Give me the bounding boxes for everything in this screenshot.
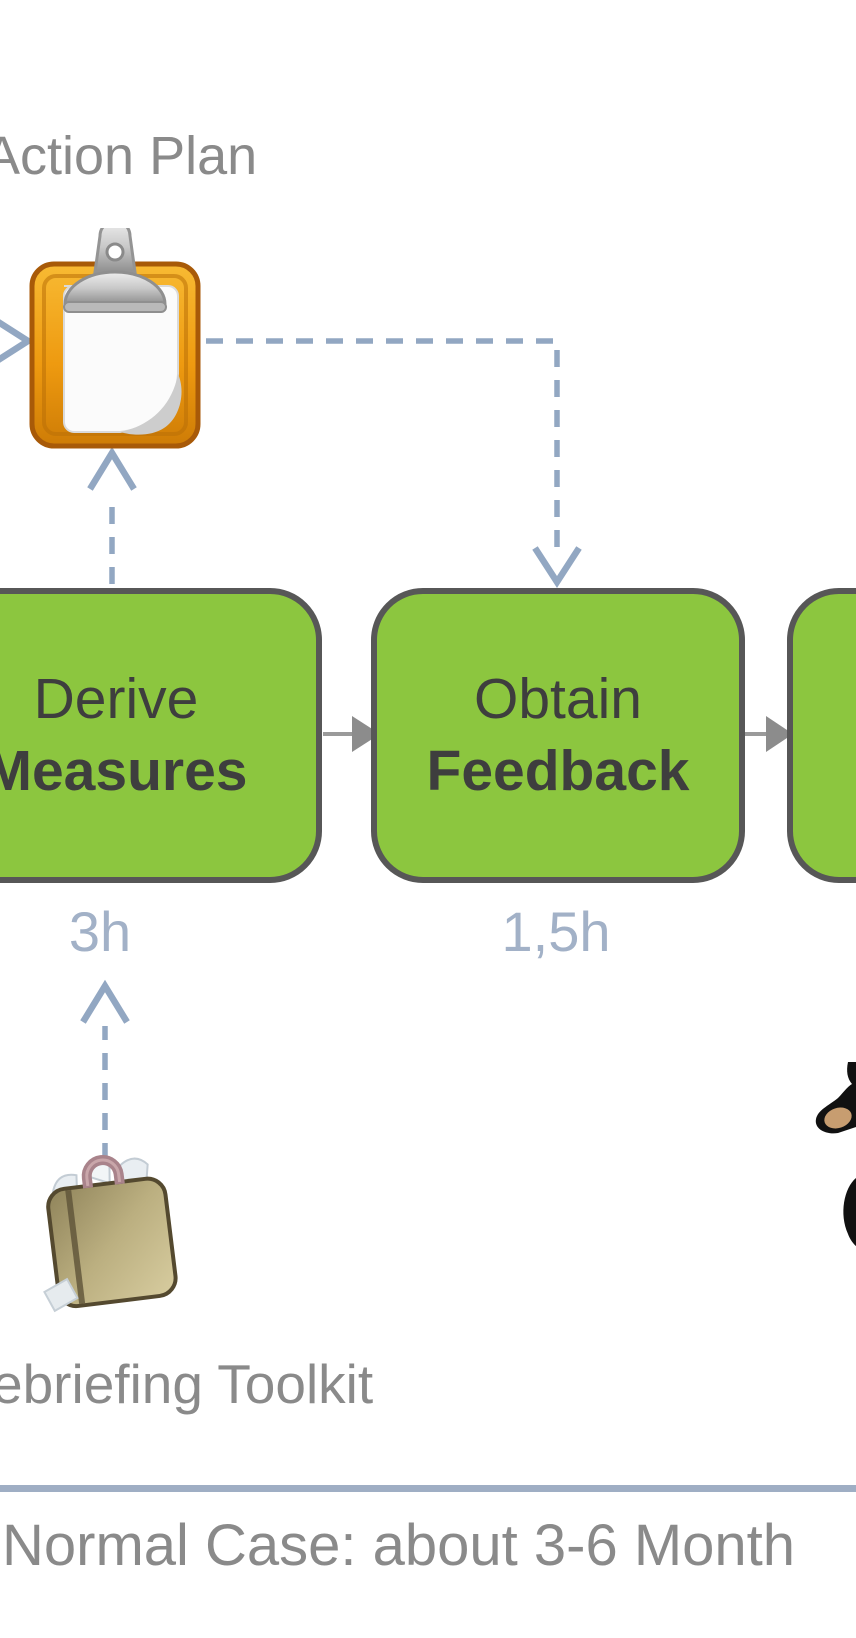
step-label-line2: Feedback (426, 738, 690, 803)
step-box-next-partial (787, 588, 856, 883)
briefcase-icon (43, 1155, 178, 1313)
footer-note: Normal Case: about 3-6 Month (2, 1513, 796, 1578)
step-label-line1: Obtain (474, 666, 642, 731)
person-icon (815, 1062, 856, 1246)
action-plan-label: Action Plan (0, 126, 258, 186)
duration-derive-measures: 3h (68, 900, 132, 963)
duration-obtain-feedback: 1,5h (501, 900, 611, 963)
step-box-derive-measures: Derive Measures (0, 588, 322, 883)
clipboard-icon (29, 228, 201, 449)
step-label-line1: Derive (33, 666, 199, 731)
toolkit-label: ebriefing Toolkit (0, 1353, 374, 1415)
arrowhead-up-derive (80, 979, 130, 1024)
step-label-line2: Measures (0, 738, 248, 803)
connector-clipboard-to-feedback (206, 338, 560, 552)
separator-line (0, 1485, 856, 1492)
arrowhead-down-feedback (532, 546, 582, 588)
arrowhead-up-clipboard (87, 446, 137, 491)
step-box-obtain-feedback: Obtain Feedback (371, 588, 745, 883)
